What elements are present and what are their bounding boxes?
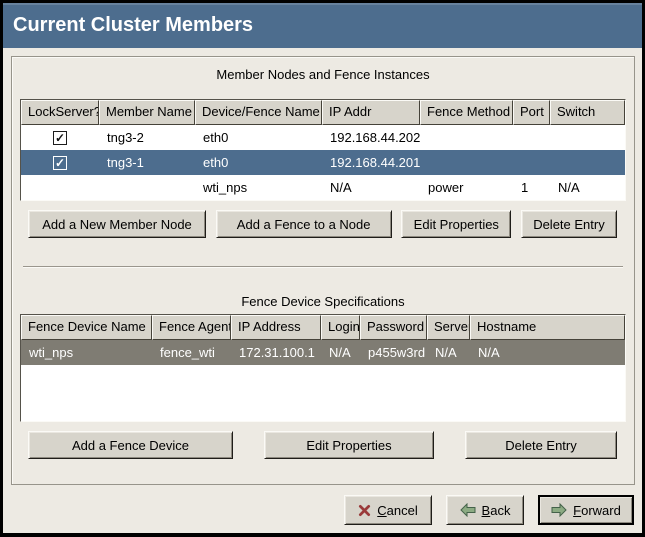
- edit-fence-properties-button[interactable]: Edit Properties: [264, 431, 434, 459]
- table-cell: [513, 125, 550, 150]
- column-header-port[interactable]: Port: [513, 100, 550, 125]
- table-cell: wti_nps: [29, 345, 74, 360]
- page-title: Current Cluster Members: [13, 14, 254, 36]
- column-header-fence-agent[interactable]: Fence Agent: [152, 315, 231, 340]
- add-fence-device-button[interactable]: Add a Fence Device: [28, 431, 233, 459]
- fence-table-buttons: Add a Fence Device Edit Properties Delet…: [28, 431, 617, 459]
- table-cell: N/A: [435, 345, 457, 360]
- table-cell: N/A: [558, 180, 580, 195]
- back-label: Back: [481, 502, 511, 518]
- member-table-body: ✓ tng3-2 eth0 192.168.44.202 ✓ tng3-1 eth0 192.…: [21, 125, 625, 200]
- lockserver-cell: ✓: [21, 125, 99, 150]
- table-cell: N/A: [330, 180, 352, 195]
- table-cell: 192.168.44.202: [330, 130, 420, 145]
- table-cell: eth0: [203, 155, 229, 170]
- table-cell: 1: [521, 180, 529, 195]
- table-cell: [513, 150, 550, 175]
- forward-button[interactable]: Forward: [538, 495, 634, 525]
- horizontal-separator: [23, 266, 623, 268]
- table-cell: [99, 175, 195, 200]
- edit-member-properties-button[interactable]: Edit Properties: [401, 210, 512, 238]
- member-table-caption: Member Nodes and Fence Instances: [216, 67, 430, 82]
- column-header-device-fence-name[interactable]: Device/Fence Name: [195, 100, 322, 125]
- table-cell: eth0: [203, 130, 229, 145]
- cancel-label: Cancel: [377, 502, 418, 518]
- column-header-fence-method[interactable]: Fence Method: [420, 100, 513, 125]
- column-header-login[interactable]: Login: [321, 315, 360, 340]
- table-cell: N/A: [329, 345, 351, 360]
- table-cell: tng3-2: [107, 130, 144, 145]
- delete-member-entry-button[interactable]: Delete Entry: [520, 210, 617, 238]
- add-fence-to-node-button[interactable]: Add a Fence to a Node: [215, 210, 392, 238]
- column-header-password[interactable]: Password: [360, 315, 427, 340]
- table-cell: wti_nps: [203, 180, 248, 195]
- lockserver-checkbox[interactable]: ✓: [53, 155, 67, 170]
- table-cell: [420, 150, 513, 175]
- column-header-server[interactable]: Server: [427, 315, 470, 340]
- lockserver-cell: ✓: [21, 150, 99, 175]
- column-header-hostname[interactable]: Hostname: [470, 315, 625, 340]
- column-header-ip-address[interactable]: IP Address: [231, 315, 321, 340]
- column-header-member-name[interactable]: Member Name: [99, 100, 195, 125]
- table-row[interactable]: ✓ tng3-1 eth0 192.168.44.201: [21, 150, 625, 175]
- arrow-right-icon: [551, 503, 567, 517]
- arrow-left-icon: [459, 503, 476, 517]
- titlebar: Current Cluster Members: [3, 3, 642, 48]
- lockserver-checkbox[interactable]: ✓: [53, 130, 67, 145]
- cancel-x-icon: [358, 504, 371, 517]
- member-table-buttons: Add a New Member Node Add a Fence to a N…: [28, 210, 617, 238]
- back-button[interactable]: Back: [446, 495, 524, 525]
- fence-table-caption: Fence Device Specifications: [241, 294, 405, 309]
- content-frame: Member Nodes and Fence Instances LockSer…: [11, 56, 635, 485]
- table-cell: power: [428, 180, 464, 195]
- cancel-button[interactable]: Cancel: [344, 495, 432, 525]
- table-cell: fence_wti: [160, 345, 215, 360]
- table-row[interactable]: wti_nps N/A power 1 N/A: [21, 175, 625, 200]
- table-cell: p455w3rd: [368, 345, 426, 360]
- table-cell: [550, 150, 625, 175]
- column-header-lockserver[interactable]: LockServer?: [21, 100, 99, 125]
- table-cell: N/A: [478, 345, 500, 360]
- table-cell: [550, 125, 625, 150]
- lockserver-cell: [21, 175, 99, 200]
- fence-table-body: wti_nps fence_wti 172.31.100.1 N/A p455w3rd N…: [21, 340, 625, 421]
- table-row[interactable]: wti_nps fence_wti 172.31.100.1 N/A p455w3rd N…: [21, 340, 625, 365]
- table-cell: [420, 125, 513, 150]
- table-cell: 172.31.100.1: [239, 345, 315, 360]
- column-header-switch[interactable]: Switch: [550, 100, 625, 125]
- footer-action-bar: Cancel Back Forward: [3, 495, 634, 525]
- add-member-node-button[interactable]: Add a New Member Node: [28, 210, 206, 238]
- table-cell: tng3-1: [107, 155, 144, 170]
- column-header-fence-device-name[interactable]: Fence Device Name: [21, 315, 152, 340]
- column-header-ip-addr[interactable]: IP Addr: [322, 100, 420, 125]
- table-cell: 192.168.44.201: [330, 155, 420, 170]
- delete-fence-entry-button[interactable]: Delete Entry: [465, 431, 617, 459]
- table-row[interactable]: ✓ tng3-2 eth0 192.168.44.202: [21, 125, 625, 150]
- forward-label: Forward: [573, 502, 621, 518]
